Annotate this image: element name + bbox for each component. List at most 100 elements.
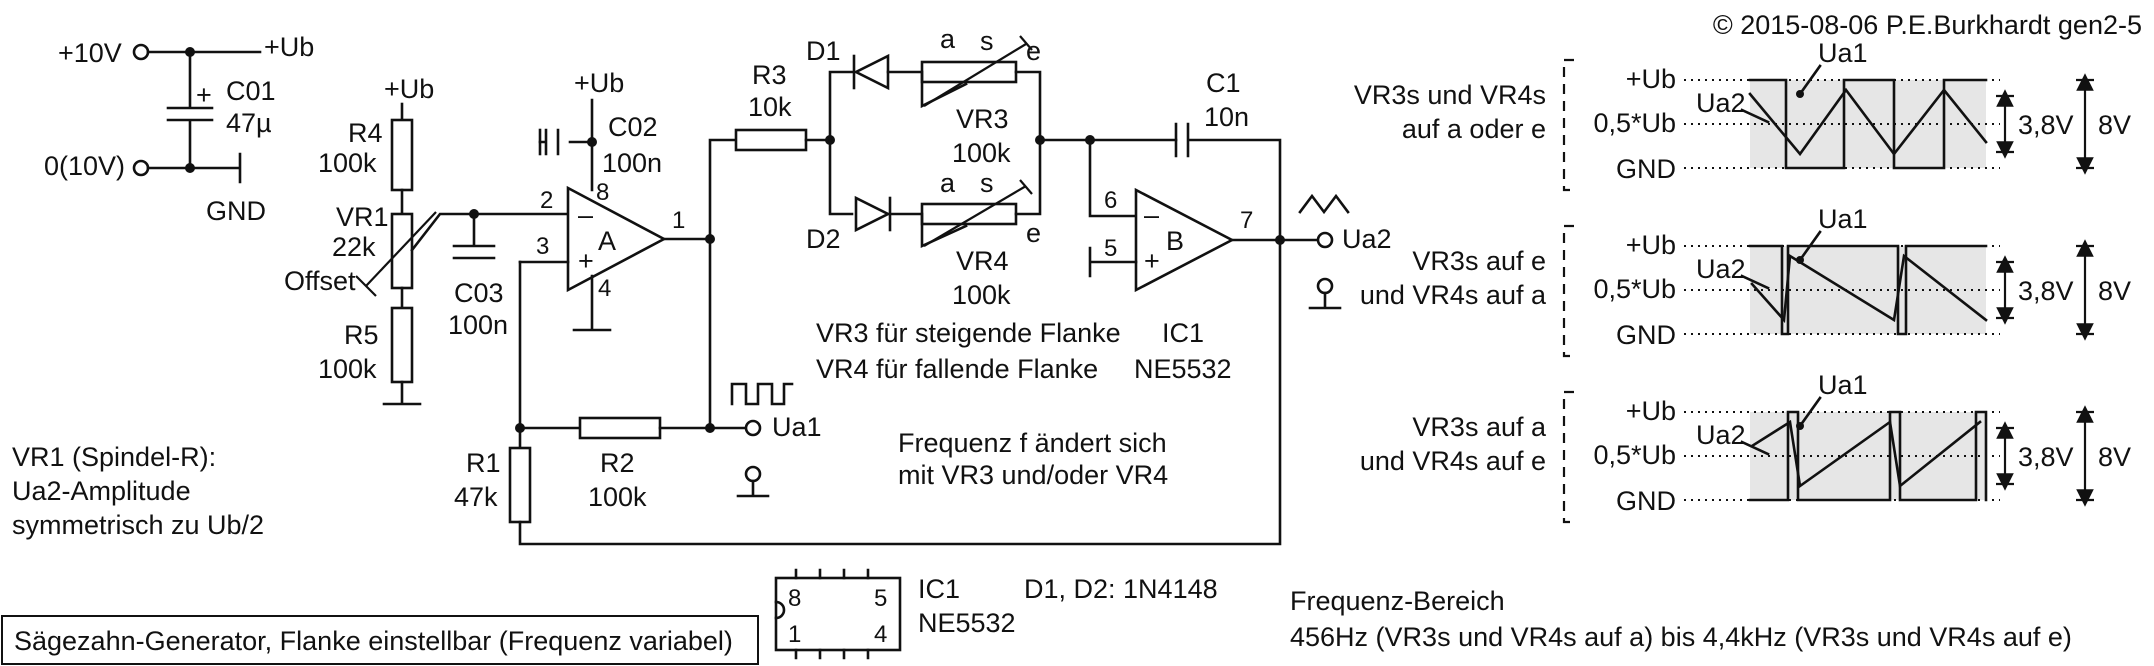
ua2-pointer-label: Ua2 bbox=[1696, 420, 1746, 450]
pin3-label: 3 bbox=[536, 233, 549, 260]
ua1-pointer bbox=[1798, 396, 1822, 428]
d1-label: D1 bbox=[806, 36, 841, 66]
integrator-b: C1 10n – + B 6 5 7 Ua2 bbox=[1088, 68, 1392, 310]
page-title: Sägezahn-Generator, Flanke einstellbar (… bbox=[14, 626, 733, 656]
diode-wires bbox=[886, 70, 924, 216]
waveform-condition: VR3s auf a bbox=[1412, 412, 1547, 442]
c03-capacitor bbox=[452, 212, 496, 260]
note-vr3: VR3 für steigende Flanke bbox=[816, 318, 1121, 348]
pin7-label: 7 bbox=[1240, 207, 1253, 234]
d2-diode bbox=[854, 195, 891, 233]
note-vr1-3: symmetrisch zu Ub/2 bbox=[12, 510, 264, 540]
waveform-condition: und VR4s auf e bbox=[1360, 446, 1546, 476]
amp-value: 3,8V bbox=[2018, 110, 2074, 140]
d1-diode bbox=[853, 53, 890, 91]
ua2-pointer bbox=[1740, 440, 1770, 456]
vr4-e: e bbox=[1026, 218, 1041, 248]
package-name: IC1 bbox=[918, 574, 960, 604]
ub-label-opamp: +Ub bbox=[574, 68, 624, 98]
vr4-name: VR4 bbox=[956, 246, 1009, 276]
note-vr1-1: VR1 (Spindel-R): bbox=[12, 442, 216, 472]
opamp-b-plus: + bbox=[1144, 246, 1160, 276]
feedback-network: R2 100k Ua1 R1 47k bbox=[454, 237, 1282, 546]
level-gnd: GND bbox=[1616, 486, 1676, 516]
ua1-pointer-label: Ua1 bbox=[1818, 204, 1868, 234]
vr3-a: a bbox=[940, 24, 956, 54]
copyright-text: © 2015-08-06 P.E.Burkhardt gen2-5 bbox=[1713, 10, 2142, 40]
dip8-pins bbox=[794, 568, 870, 660]
r1-return bbox=[518, 238, 1282, 546]
ua1-label: Ua1 bbox=[772, 412, 822, 442]
level-gnd: GND bbox=[1616, 154, 1676, 184]
pin2-label: 2 bbox=[540, 187, 553, 214]
pin4-label: 4 bbox=[598, 275, 611, 302]
pin5-ref bbox=[1088, 246, 1138, 278]
pin1-label: 1 bbox=[672, 207, 685, 234]
c03-value: 100n bbox=[448, 310, 508, 340]
gnd-label: GND bbox=[206, 196, 266, 226]
ic-package: 8 5 1 4 IC1 NE5532 bbox=[774, 568, 1016, 660]
dip8-notch bbox=[774, 600, 786, 620]
vr4-adjust bbox=[1019, 179, 1033, 195]
r5-value: 100k bbox=[318, 354, 377, 384]
ua1-pointer bbox=[1798, 64, 1822, 96]
c1-capacitor bbox=[1174, 122, 1282, 242]
zero-label: 0(10V) bbox=[44, 151, 125, 181]
c02-name: C02 bbox=[608, 112, 658, 142]
title-box bbox=[1, 615, 759, 665]
ua1-pointer-dot bbox=[1796, 256, 1804, 264]
pin6-wire bbox=[1088, 138, 1138, 218]
waveform-condition: VR3s und VR4s bbox=[1354, 80, 1546, 110]
panel-bracket bbox=[1562, 224, 1574, 358]
diode-branch bbox=[828, 70, 854, 216]
vr1-name: VR1 bbox=[336, 202, 389, 232]
vr4-value: 100k bbox=[952, 280, 1011, 310]
r2-resistor bbox=[578, 416, 662, 440]
note-diodes: D1, D2: 1N4148 bbox=[1024, 574, 1218, 604]
vr1-value: 22k bbox=[332, 232, 376, 262]
opamp-a-triangle bbox=[566, 185, 667, 293]
wiper-wire bbox=[410, 212, 568, 252]
ua1-waveform bbox=[1748, 78, 1988, 170]
vr3-adjust bbox=[1019, 35, 1033, 51]
vr4-potentiometer bbox=[920, 202, 1018, 226]
ua2-gnd bbox=[1308, 291, 1342, 310]
level-ub: +Ub bbox=[1626, 230, 1676, 260]
r3-name: R3 bbox=[752, 60, 787, 90]
ub-label: +Ub bbox=[264, 32, 314, 62]
plus10v-label: +10V bbox=[58, 38, 122, 68]
amp-value: 3,8V bbox=[2018, 442, 2074, 472]
r3-wire bbox=[708, 138, 738, 241]
level-half: 0,5*Ub bbox=[1593, 274, 1676, 304]
r4-resistor bbox=[390, 118, 414, 192]
c02-value: 100n bbox=[602, 148, 662, 178]
r1-resistor bbox=[508, 446, 532, 524]
dip-pin8: 8 bbox=[788, 585, 801, 612]
note-ne5532: NE5532 bbox=[1134, 354, 1232, 384]
ua1-pointer-label: Ua1 bbox=[1818, 370, 1868, 400]
junction bbox=[705, 423, 715, 433]
note-range2: 456Hz (VR3s und VR4s auf a) bis 4,4kHz (… bbox=[1290, 622, 2072, 652]
offset-divider: +Ub R4 100k VR1 22k Offset R5 100k C03 1… bbox=[284, 74, 568, 406]
vr1-potentiometer bbox=[390, 212, 414, 290]
r3-value: 10k bbox=[748, 92, 792, 122]
package-type: NE5532 bbox=[918, 608, 1016, 638]
opamp-a-minus: – bbox=[578, 200, 593, 230]
vr1-adjust-mark bbox=[365, 211, 437, 287]
junction bbox=[185, 163, 195, 173]
r2-name: R2 bbox=[600, 448, 635, 478]
c1-value: 10n bbox=[1204, 102, 1249, 132]
opamp-a-gnd bbox=[572, 274, 612, 332]
note-freq2: mit VR3 und/oder VR4 bbox=[898, 460, 1168, 490]
panel-bracket bbox=[1562, 58, 1574, 192]
supply-section: +10V +Ub + C01 47µ 0(10V) GND bbox=[44, 32, 314, 226]
plus10v-terminal bbox=[132, 43, 150, 61]
waveform-condition: und VR4s auf a bbox=[1360, 280, 1547, 310]
vr3-s: s bbox=[980, 26, 994, 56]
ua1-waveform bbox=[1748, 410, 1988, 502]
supply-value: 8V bbox=[2098, 110, 2131, 140]
opamp-b-minus: – bbox=[1144, 200, 1159, 230]
ua1-pointer-dot bbox=[1796, 422, 1804, 430]
r4-value: 100k bbox=[318, 148, 377, 178]
ua2-waveform bbox=[1748, 87, 1988, 157]
